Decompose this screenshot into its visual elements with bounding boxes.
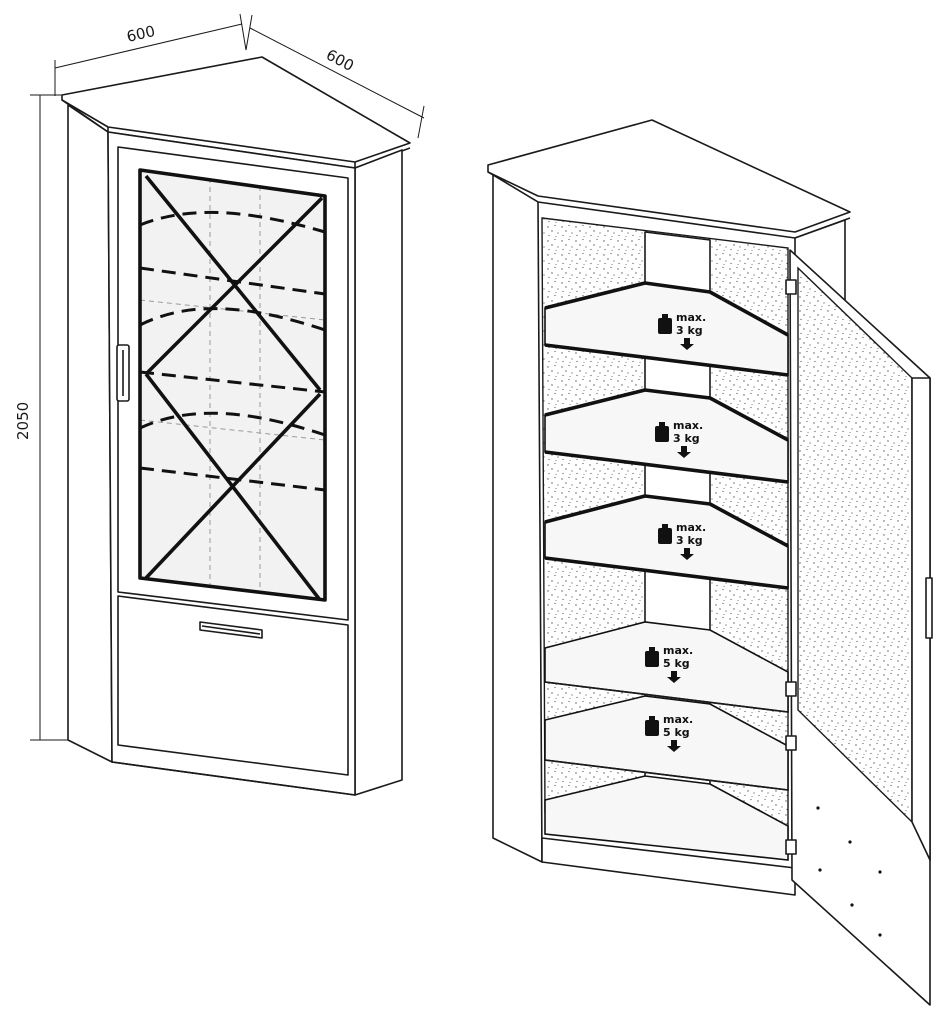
cabinet-left-side [67,104,113,763]
open-cabinet-view [487,119,933,1006]
shelf-load-2: max. 3 kg [655,419,703,458]
shelf-load-labels: max. 3 kg max. 3 kg max. 3 kg max. 5 kg [645,311,706,752]
load-value: 5 kg [663,657,690,670]
open-door [789,249,933,1006]
shelf-load-5: max. 5 kg [645,713,693,752]
glass-pane [139,169,326,601]
drawer [117,595,349,776]
drawer-handle [199,621,263,639]
load-max-label: max. [663,644,693,657]
arrow-down-icon [667,740,681,752]
arrow-down-icon [680,338,694,350]
dimension-width-left: 600 [125,22,157,46]
load-max-label: max. [676,521,706,534]
arrow-down-icon [667,671,681,683]
weight-icon [645,720,659,736]
weight-icon [655,426,669,442]
load-max-label: max. [673,419,703,432]
open-cabinet-left-side [492,174,543,863]
open-cabinet-top [487,119,851,233]
shelf-load-1: max. 3 kg [658,311,706,350]
load-value: 5 kg [663,726,690,739]
load-value: 3 kg [676,324,703,337]
door-handle [116,344,130,402]
arrow-down-icon [677,446,691,458]
closed-cabinet-view [61,56,411,796]
door-muntins [138,168,327,602]
load-max-label: max. [676,311,706,324]
dimension-height: 2050 [14,402,32,440]
load-max-label: max. [663,713,693,726]
cabinet-right-side [354,149,403,796]
arrow-down-icon [680,548,694,560]
load-value: 3 kg [676,534,703,547]
shelf-load-4: max. 5 kg [645,644,693,683]
dimension-width-right: 600 [323,46,357,75]
weight-icon [658,318,672,334]
dimension-annotations: 600 600 2050 [14,13,425,741]
load-value: 3 kg [673,432,700,445]
door-hinges [785,279,797,855]
weight-icon [645,651,659,667]
weight-icon [658,528,672,544]
shelf-load-3: max. 3 kg [658,521,706,560]
open-door-handle [925,577,933,639]
